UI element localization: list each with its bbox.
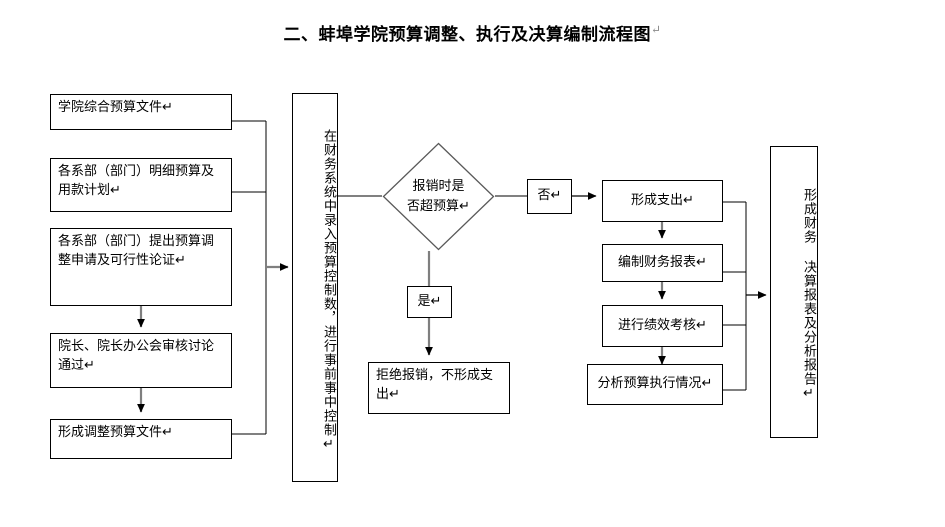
branch-label-no[interactable]: 否↵ bbox=[527, 179, 572, 214]
decision-over-budget[interactable]: 报销时是 否超预算↵ bbox=[382, 142, 495, 251]
page-title-text: 二、蚌埠学院预算调整、执行及决算编制流程图 bbox=[283, 25, 651, 45]
page-title: 二、蚌埠学院预算调整、执行及决算编制流程图↵ bbox=[0, 20, 945, 45]
node-adjusted-budget-file[interactable]: 形成调整预算文件↵ bbox=[50, 419, 232, 459]
node-form-expenditure[interactable]: 形成支出↵ bbox=[602, 180, 723, 222]
decision-label: 报销时是 否超预算↵ bbox=[407, 179, 470, 214]
node-president-office-review[interactable]: 院长、院长办公会审核讨论通过↵ bbox=[50, 333, 232, 388]
node-label: 分析预算执行情况↵ bbox=[597, 376, 713, 392]
node-reject-reimbursement[interactable]: 拒绝报销，不形成支出↵ bbox=[368, 362, 510, 414]
node-college-budget-file[interactable]: 学院综合预算文件↵ bbox=[50, 94, 232, 130]
node-label: 拒绝报销，不形成支出↵ bbox=[376, 368, 494, 402]
node-department-detail-budget[interactable]: 各系部（部门）明细预算及用款计划↵ bbox=[50, 158, 232, 212]
node-analyze-budget-execution[interactable]: 分析预算执行情况↵ bbox=[587, 364, 723, 405]
node-label: 进行绩效考核↵ bbox=[618, 317, 707, 333]
node-label: 形成支出↵ bbox=[631, 192, 694, 208]
node-label: 编制财务报表↵ bbox=[618, 254, 707, 270]
node-label: 形成财务 决算报表及分析报告↵ bbox=[801, 188, 816, 402]
branch-label-no-text: 否↵ bbox=[537, 188, 562, 204]
diamond-shape-icon bbox=[382, 142, 495, 251]
node-department-adjustment-request[interactable]: 各系部（部门）提出预算调整申请及可行性论证↵ bbox=[50, 228, 232, 306]
node-label: 学院综合预算文件↵ bbox=[58, 100, 173, 115]
node-label: 院长、院长办公会审核讨论通过↵ bbox=[58, 339, 215, 373]
node-final-settlement-report[interactable]: 形成财务 决算报表及分析报告↵ bbox=[770, 146, 818, 438]
node-label: 各系部（部门）明细预算及用款计划↵ bbox=[58, 164, 215, 198]
node-prepare-financial-statements[interactable]: 编制财务报表↵ bbox=[602, 244, 723, 282]
node-performance-evaluation[interactable]: 进行绩效考核↵ bbox=[602, 305, 723, 347]
paragraph-mark-icon: ↵ bbox=[650, 22, 662, 37]
node-label: 在财务系统中录入预算控制数，进行事前事中控制↵ bbox=[321, 128, 336, 453]
branch-label-yes[interactable]: 是↵ bbox=[407, 286, 452, 318]
node-finance-system-budget-control[interactable]: 在财务系统中录入预算控制数，进行事前事中控制↵ bbox=[292, 93, 338, 482]
branch-label-yes-text: 是↵ bbox=[417, 293, 442, 309]
node-label: 各系部（部门）提出预算调整申请及可行性论证↵ bbox=[58, 234, 215, 268]
node-label: 形成调整预算文件↵ bbox=[58, 425, 173, 440]
